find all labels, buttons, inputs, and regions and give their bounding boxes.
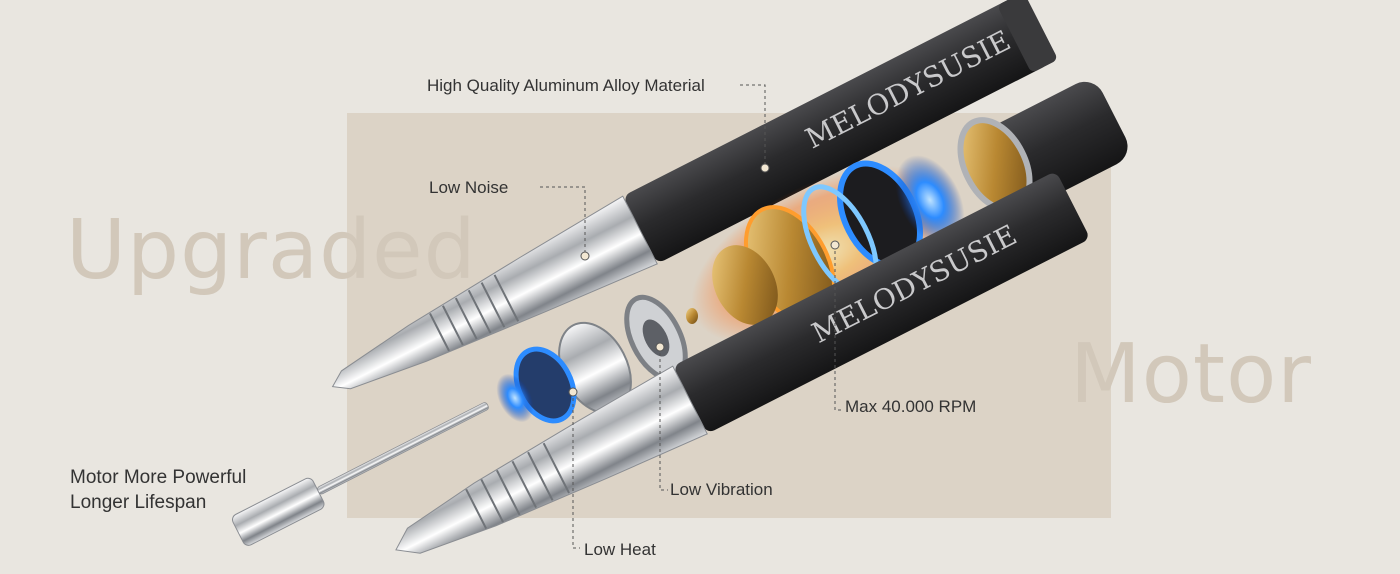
motor-line-1: Motor More Powerful	[70, 467, 247, 488]
callout-alloy-material: High Quality Aluminum Alloy Material	[427, 76, 705, 95]
callout-low-heat: Low Heat	[584, 540, 656, 559]
callout-low-vibration: Low Vibration	[670, 480, 773, 499]
motor-core	[686, 155, 965, 345]
callout-motor-powerful: Motor More Powerful Longer Lifespan	[70, 466, 246, 515]
motor-line-2: Longer Lifespan	[70, 491, 207, 513]
callout-max-rpm: Max 40.000 RPM	[845, 397, 977, 416]
lower-nose	[395, 365, 708, 554]
callout-leaders	[540, 84, 842, 549]
drill-bit	[231, 402, 489, 546]
callout-low-noise: Low Noise	[429, 178, 509, 197]
upper-nose	[331, 195, 658, 390]
headline-motor: Motor	[1070, 327, 1312, 422]
headline-upgraded: Upgraded	[66, 203, 477, 298]
callout-dots	[568, 163, 840, 397]
